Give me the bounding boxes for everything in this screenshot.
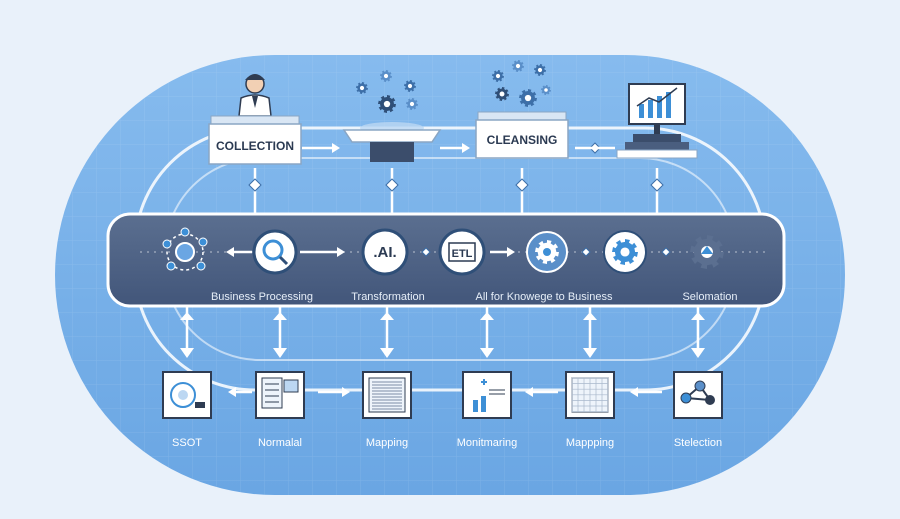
gear-icon <box>534 64 546 76</box>
output-arrow-left <box>228 387 252 397</box>
output-link <box>380 306 394 358</box>
report-chart-icon <box>462 371 512 419</box>
station-4 <box>616 83 698 159</box>
gear-icon <box>356 82 368 94</box>
ai-badge-icon <box>361 228 409 276</box>
top-arrow-2 <box>440 143 470 153</box>
station-1: COLLECTION <box>208 74 302 165</box>
output-label: Stelection <box>674 437 722 449</box>
band-diamond <box>661 247 671 257</box>
station-2 <box>342 70 442 162</box>
bar-chart-monitor-icon <box>628 83 686 134</box>
person-at-desk-icon <box>210 74 300 125</box>
output-label: Monitmaring <box>457 437 518 449</box>
ai-badge-text: .AI. <box>373 244 396 261</box>
gear-icon <box>512 60 524 72</box>
output-label: Mapping <box>366 437 408 449</box>
output-link <box>583 306 597 358</box>
band-arrow-right <box>300 247 345 257</box>
etl-badge-text: ETL <box>452 248 473 260</box>
output-link <box>180 306 194 358</box>
output-2: Normalal <box>255 371 305 449</box>
band-arrow-right <box>490 247 515 257</box>
band-diamond <box>421 247 431 257</box>
output-4: Monitmaring <box>457 371 518 449</box>
station-desk <box>208 123 302 165</box>
band-node-4: ETL <box>438 228 486 276</box>
gears-on-platform-icon <box>356 70 424 134</box>
output-arrow-left <box>630 387 662 397</box>
magnifier-icon <box>252 229 298 275</box>
gear-icon <box>541 85 551 95</box>
output-arrow-left <box>525 387 558 397</box>
station-platform <box>342 129 442 143</box>
gear-icon <box>378 95 396 113</box>
station-drop-diamond <box>650 178 664 192</box>
output-5: Mappping <box>565 371 615 449</box>
output-3: Mapping <box>362 371 412 449</box>
station-label: COLLECTION <box>216 139 294 153</box>
station-drop-diamond <box>385 178 399 192</box>
station-3: CLEANSING <box>475 60 569 159</box>
gear-icon <box>380 70 392 82</box>
monitor-stand-tier <box>616 149 698 159</box>
band-label: Selomation <box>682 291 737 303</box>
monitor-stand-tier <box>633 134 681 142</box>
monitor-stand-tier <box>625 142 689 150</box>
grid-document-icon <box>565 371 615 419</box>
station-pedestal <box>370 142 414 162</box>
band-node-1 <box>162 227 208 271</box>
band-node-3: .AI. <box>361 228 409 276</box>
output-6: Stelection <box>673 371 723 449</box>
output-1: SSOT <box>162 371 212 449</box>
output-link <box>691 306 705 358</box>
gear-network-icon <box>526 231 568 273</box>
band-label: All for Knowege to Business <box>476 291 613 303</box>
document-icon <box>255 371 305 419</box>
document-lines-icon <box>362 371 412 419</box>
station-drop-diamond <box>248 178 262 192</box>
band-node-6 <box>603 230 647 274</box>
station-drop-diamond <box>515 178 529 192</box>
node-graph-icon <box>673 371 723 419</box>
band-arrow-left <box>226 247 252 257</box>
output-link <box>480 306 494 358</box>
gear-icon <box>612 239 638 265</box>
gear-icon <box>404 80 416 92</box>
gear-icon <box>519 89 537 107</box>
station-box <box>475 119 569 159</box>
gear-icon <box>492 70 504 82</box>
top-arrow-1 <box>302 143 340 153</box>
band-node-5 <box>526 231 568 273</box>
output-label: SSOT <box>172 437 202 449</box>
ssot-panel-icon <box>162 371 212 419</box>
etl-badge-icon <box>438 228 486 276</box>
band-node-2 <box>252 229 298 275</box>
output-link <box>273 306 287 358</box>
band-diamond <box>581 247 591 257</box>
band-node-7 <box>690 235 724 269</box>
gear-badge-icon <box>603 230 647 274</box>
gear-icon <box>406 98 418 110</box>
gears-cluster-icon <box>477 60 567 121</box>
output-label: Mappping <box>566 437 614 449</box>
station-label: CLEANSING <box>487 133 558 147</box>
network-cluster-icon <box>162 227 208 271</box>
gear-icon <box>690 235 724 269</box>
output-arrow-right <box>318 387 350 397</box>
gear-icon <box>495 87 509 101</box>
band-label: Transformation <box>351 291 425 303</box>
band-label: Business Processing <box>211 291 313 303</box>
output-label: Normalal <box>258 437 302 449</box>
